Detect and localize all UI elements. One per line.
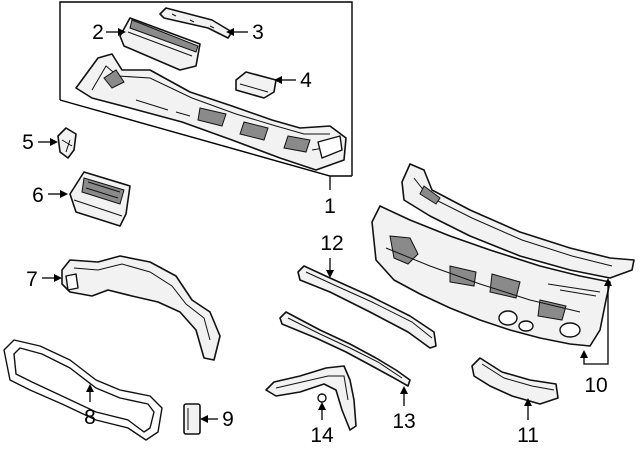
callout-1: 1 — [324, 195, 336, 218]
part-1-cowl-top-panel — [75, 53, 347, 171]
callout-7: 7 — [26, 268, 38, 291]
callout-5: 5 — [22, 131, 34, 154]
callout-12: 12 — [320, 232, 343, 255]
callout-8: 8 — [84, 406, 96, 429]
part-10-dash-panel — [371, 163, 635, 347]
callout-11: 11 — [517, 424, 539, 447]
part-3-seal-strip — [159, 7, 233, 39]
part-11-lower-bracket — [471, 357, 559, 405]
callout-6: 6 — [32, 184, 44, 207]
leader-lines — [38, 28, 612, 423]
callout-4: 4 — [300, 69, 312, 92]
callout-13: 13 — [392, 410, 415, 433]
part-7-side-bracket — [61, 255, 221, 361]
callout-14: 14 — [310, 424, 334, 447]
callout-10: 10 — [584, 374, 607, 397]
part-5-clip — [57, 127, 77, 159]
callout-3: 3 — [252, 21, 264, 44]
part-14-corner-brace — [265, 365, 357, 431]
part-8-gasket-seal — [3, 339, 163, 441]
part-13-lower-rail — [279, 311, 411, 387]
part-9-plug — [183, 403, 201, 435]
part-4-cover-plate — [235, 71, 277, 99]
part-2-cowl-vent-grille — [119, 17, 201, 71]
callout-labels: 1 2 3 4 5 6 7 8 9 10 11 12 13 14 — [22, 21, 608, 447]
part-6-vent-box — [69, 171, 131, 227]
callout-2: 2 — [92, 21, 104, 44]
callout-9: 9 — [222, 408, 234, 431]
